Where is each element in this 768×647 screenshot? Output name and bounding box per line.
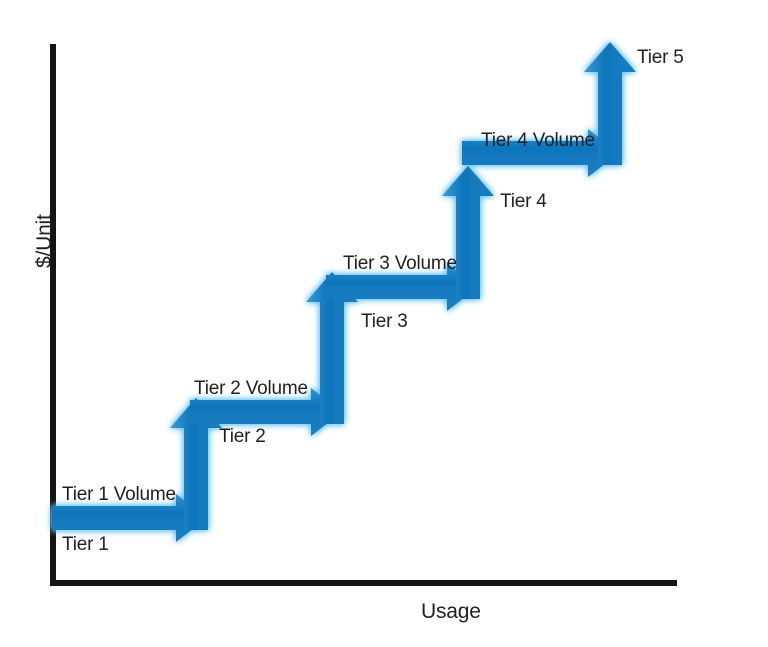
tier-1-volume-label: Tier 1 Volume bbox=[62, 484, 176, 505]
tier-4-label: Tier 4 bbox=[500, 191, 547, 212]
tier-1-label: Tier 1 bbox=[62, 534, 109, 555]
tier-4-volume-label: Tier 4 Volume bbox=[481, 130, 595, 151]
tier-1-volume-arrow bbox=[52, 494, 207, 542]
tier-4-volume-arrow bbox=[462, 129, 619, 177]
tier-5-label: Tier 5 bbox=[637, 47, 684, 68]
tier-3-volume-label: Tier 3 Volume bbox=[343, 253, 457, 274]
tier-1-to-2-riser-arrow bbox=[170, 398, 222, 530]
tier-3-volume-arrow bbox=[326, 263, 478, 311]
tier-2-label: Tier 2 bbox=[219, 426, 266, 447]
tier-3-to-4-riser-arrow bbox=[442, 166, 494, 299]
tier-2-volume-label: Tier 2 Volume bbox=[194, 378, 308, 399]
x-axis-label: Usage bbox=[421, 600, 481, 623]
tier-2-to-3-riser-arrow bbox=[306, 272, 358, 424]
staircase-arrows bbox=[52, 42, 636, 542]
y-axis-label: $/Unit bbox=[33, 214, 56, 268]
tier-3-label: Tier 3 bbox=[361, 311, 408, 332]
axis-group bbox=[50, 44, 677, 586]
tier-2-volume-arrow bbox=[190, 388, 342, 436]
tier-4-to-5-riser-arrow bbox=[584, 42, 636, 165]
